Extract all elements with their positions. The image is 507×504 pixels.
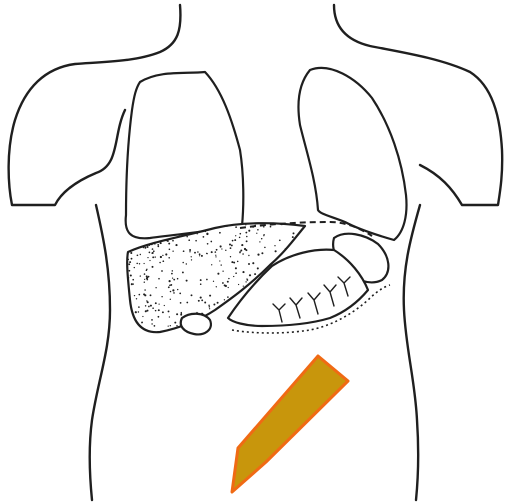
right-torso-side xyxy=(404,205,420,500)
right-lung xyxy=(126,72,244,238)
gallbladder xyxy=(181,314,211,335)
left-lung xyxy=(298,68,406,240)
left-torso-side xyxy=(90,205,110,500)
pencil-pointer-icon xyxy=(232,356,348,492)
